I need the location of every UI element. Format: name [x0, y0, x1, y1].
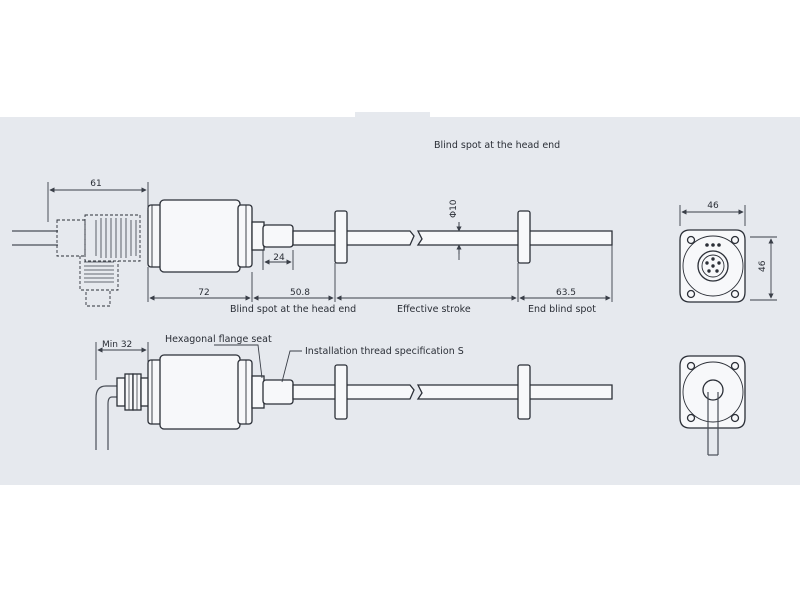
label-effective-stroke: Effective stroke [397, 304, 471, 315]
label-hex-flange-seat: Hexagonal flange seat [165, 334, 272, 345]
bottom-head-body [159, 354, 241, 430]
bottom-end-cable [707, 392, 719, 455]
bottom-end-view [679, 355, 746, 456]
top-rod [292, 230, 415, 246]
end-bolt-holes [686, 235, 740, 299]
drawing-background [0, 117, 800, 485]
top-float-right [517, 210, 531, 264]
bottom-end-gland [702, 379, 724, 401]
dim-63-5-label: 63.5 [556, 288, 576, 298]
label-blind-spot-head-top: Blind spot at the head end [434, 140, 560, 151]
bottom-cable-gland [116, 373, 150, 411]
top-cable [12, 230, 58, 246]
top-flange [251, 221, 265, 251]
top-head-body [159, 199, 241, 273]
dim-72-label: 72 [198, 288, 209, 298]
bottom-float-left [334, 364, 348, 420]
label-end-blind-spot: End blind spot [528, 304, 596, 315]
dim-phi10-label: Φ10 [449, 199, 459, 218]
bottom-float-right [517, 364, 531, 420]
top-connector [56, 214, 141, 307]
label-install-thread: Installation thread specification S [305, 346, 464, 357]
bottom-cable [95, 385, 120, 450]
top-sensor-view [12, 199, 613, 307]
dim-46-height-label: 46 [758, 260, 768, 272]
bottom-end-bolt-holes [686, 361, 740, 423]
bottom-sensor-view [95, 354, 613, 450]
top-dimensions: 61 24 Φ10 72 50.8 63.5 Blind spot at the… [47, 179, 613, 315]
bottom-thread [262, 379, 294, 405]
top-head-cap-right [237, 204, 253, 268]
bottom-flange [251, 375, 265, 409]
label-blind-spot-head: Blind spot at the head end [230, 304, 356, 315]
dim-24-label: 24 [273, 253, 285, 263]
top-rod-far [416, 230, 613, 246]
bottom-dimensions: Min 32 Hexagonal flange seat Installatio… [95, 334, 464, 383]
top-end-view: 46 46 [679, 201, 777, 303]
dim-min32-label: Min 32 [102, 340, 132, 350]
end-flange-boss [682, 235, 744, 297]
bottom-rod [292, 384, 415, 400]
bottom-head-cap-right [237, 359, 253, 425]
dim-50-8-label: 50.8 [290, 288, 310, 298]
dim-61-label: 61 [90, 179, 101, 189]
dim-46-width-label: 46 [707, 201, 719, 211]
end-connector-pins [705, 257, 721, 273]
drawing-background-tab [355, 112, 430, 122]
bottom-rod-far [416, 384, 613, 400]
top-thread [262, 224, 294, 248]
top-float-left [334, 210, 348, 264]
